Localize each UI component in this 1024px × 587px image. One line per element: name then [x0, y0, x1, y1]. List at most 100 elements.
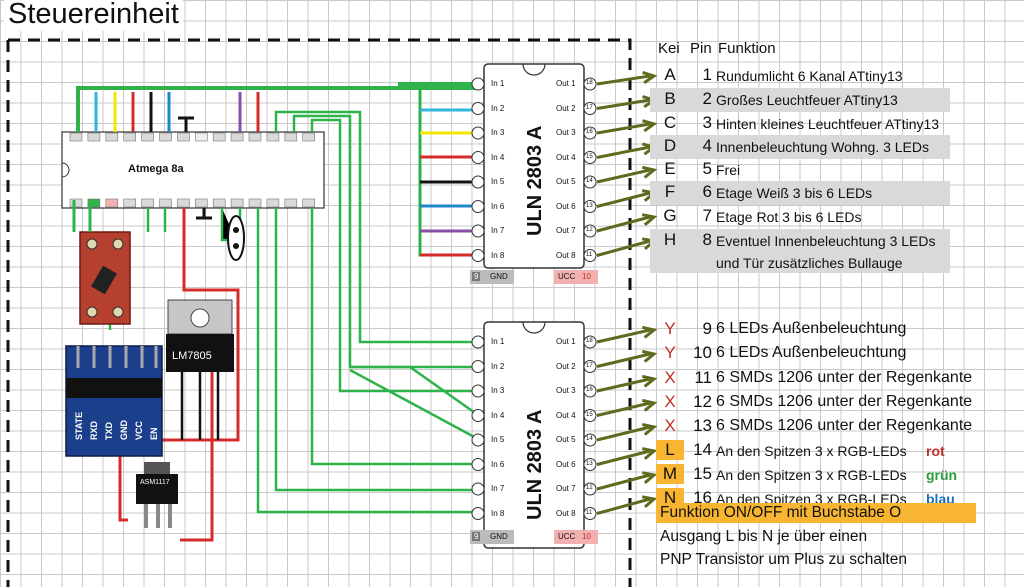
row-key: F — [664, 182, 676, 201]
row-function: An den Spitzen 3 x RGB-LEDs — [716, 443, 907, 459]
uln-output-label: Out 3 — [556, 386, 576, 395]
output-arrow — [596, 239, 651, 257]
row-function: 6 LEDs Außenbeleuchtung — [716, 320, 907, 337]
uln-out-pin — [583, 224, 597, 238]
row-key: Y — [664, 343, 676, 362]
uln-in-pin — [471, 249, 485, 262]
atmega-bottom-pin — [87, 198, 101, 208]
uln-out-pin-number: 12 — [586, 227, 593, 233]
row-pin: 4 — [702, 136, 712, 155]
row-function: Eventuel Innenbeleuchtung 3 LEDs — [716, 233, 936, 249]
uln-in-pin — [471, 102, 485, 115]
atmega-bottom-pin — [248, 198, 262, 208]
uln-out-pin — [583, 433, 597, 447]
uln-in-pin — [471, 433, 485, 447]
row-function: Frei — [716, 162, 741, 178]
serial-adapter — [72, 200, 131, 325]
uln-input-label: In 6 — [491, 459, 505, 469]
uln-out-pin — [583, 249, 597, 262]
row-key: G — [663, 206, 677, 225]
uln-out-pin-number: 18 — [586, 80, 593, 86]
output-arrow — [596, 191, 651, 208]
row-function-line2: und Tür zusätzliches Bullauge — [716, 255, 903, 271]
atmega-top-pin — [87, 132, 101, 142]
note-line-2: PNP Transistor um Plus zu schalten — [660, 551, 907, 568]
uln-out-pin — [583, 77, 597, 91]
asm1117-label: ASM1117 — [140, 479, 170, 486]
row-function: Etage Weiß 3 bis 6 LEDs — [716, 185, 873, 201]
atmega-bottom-pin — [266, 198, 280, 208]
uln-out-pin — [583, 151, 597, 164]
output-arrow — [596, 122, 651, 135]
uln-out-pin — [583, 335, 597, 349]
uln-out-pin-number: 14 — [586, 436, 593, 442]
uln-out-pin — [583, 384, 597, 398]
uln-input-label: In 4 — [491, 152, 505, 162]
uln-input-label: In 2 — [491, 103, 505, 113]
row-pin: 5 — [702, 159, 712, 178]
output-arrow — [596, 377, 651, 393]
atmega-bottom-pin — [195, 198, 208, 208]
uln-lower-label: ULN 2803 A — [524, 409, 546, 520]
atmega-top-pin — [230, 132, 244, 142]
uln-upper — [483, 63, 585, 269]
row-color-word: grün — [926, 467, 958, 483]
uln-in-pin — [471, 151, 485, 164]
row-function: Großes Leuchtfeuer ATtiny13 — [716, 92, 898, 108]
uln-output-label: Out 3 — [556, 128, 576, 137]
uln-output-label: Out 7 — [556, 484, 576, 493]
row-function: Rundumlicht 6 Kanal ATtiny13 — [716, 68, 903, 84]
uln-out-pin-number: 17 — [586, 362, 593, 369]
uln-out-pin-number: 16 — [586, 129, 593, 135]
bt-pin-label: TXD — [104, 422, 114, 440]
arrow-head — [641, 495, 658, 509]
atmega-bottom-pin — [177, 198, 190, 208]
uln-output-label: Out 8 — [556, 508, 576, 518]
atmega-bottom-pin — [141, 198, 154, 208]
atmega-top-pin — [141, 132, 154, 142]
uln-out-pin — [583, 200, 597, 213]
output-arrow — [596, 497, 651, 515]
uln-in-pin — [471, 507, 485, 520]
uln-input-label: In 4 — [491, 410, 505, 420]
row-key: L — [656, 440, 684, 460]
uln-input-label: In 3 — [491, 128, 505, 137]
row-pin: 3 — [702, 113, 712, 132]
uln-input-label: In 7 — [491, 484, 505, 493]
ucc-pad-upper: UCC 10 — [554, 270, 598, 284]
atmega-top-pin — [159, 132, 172, 142]
uln-output-label: Out 8 — [556, 250, 576, 260]
row-pin: 11 — [694, 368, 712, 387]
uln-out-pin-number: 11 — [586, 251, 593, 258]
output-arrow — [596, 449, 651, 466]
arrow-head — [641, 398, 658, 412]
output-arrow — [596, 425, 651, 442]
uln-out-pin-number: 15 — [586, 153, 593, 160]
atmega-top-pin — [284, 132, 298, 142]
uln-input-label: In 8 — [491, 508, 505, 518]
arrow-head — [642, 119, 658, 133]
note-line-1: Ausgang L bis N je über einen — [660, 528, 868, 545]
uln-out-pin-number: 15 — [586, 411, 593, 418]
uln-out-pin-number: 12 — [586, 485, 593, 491]
atmega-bottom-pin — [212, 198, 226, 208]
row-pin: 14 — [693, 440, 712, 459]
output-arrow — [596, 328, 651, 344]
page-title: Steuereinheit — [4, 0, 183, 31]
row-key: D — [663, 136, 677, 155]
uln-out-pin-number: 17 — [586, 104, 593, 111]
uln-out-pin-number: 13 — [586, 202, 593, 209]
arrow-head — [641, 165, 658, 179]
uln-out-pin — [583, 409, 597, 422]
row-function: Innenbeleuchtung Wohng. 3 LEDs — [716, 139, 930, 155]
row-key: B — [664, 89, 676, 108]
atmega-top-pin — [248, 132, 262, 142]
output-arrow — [596, 473, 651, 491]
uln-in-pin — [471, 126, 485, 140]
row-pin: 15 — [693, 464, 712, 483]
